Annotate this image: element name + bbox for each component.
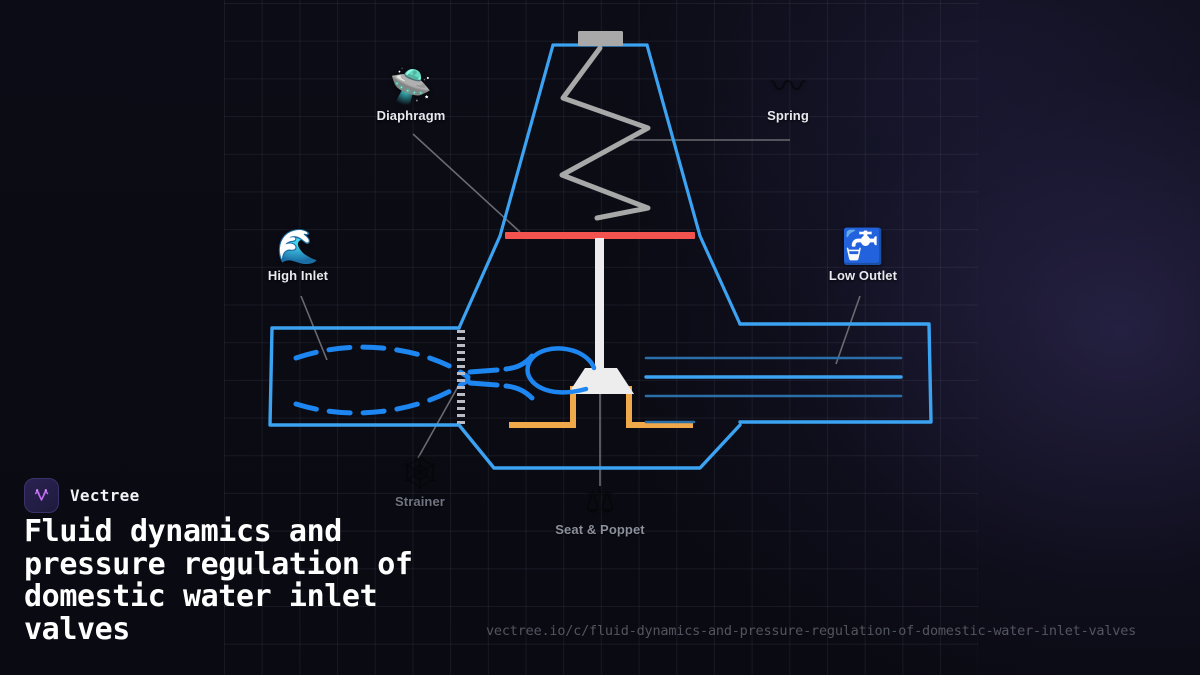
inlet-flow-streamlines [293,344,471,416]
label-node-diaphragm[interactable]: 🛸 Diaphragm [336,66,486,123]
flow-line-lower [293,377,471,416]
bonnet-right-wall [645,43,702,238]
source-url: vectree.io/c/fluid-dynamics-and-pressure… [486,623,1137,639]
label-node-spring[interactable]: 〰 Spring [713,66,863,123]
bonnet-cap [578,31,623,46]
potable-water-tap-icon: 🚰 [841,228,885,266]
poppet-recirculation-arc [525,346,597,395]
brand-block[interactable]: Vectree [24,478,140,513]
label-node-strainer[interactable]: 🕸 Strainer [345,452,495,509]
label-text-high-inlet: High Inlet [267,268,329,283]
flying-saucer-icon: 🛸 [389,68,433,106]
label-text-low-outlet: Low Outlet [828,268,898,283]
outlet-chamber-outline [738,322,933,424]
spider-web-icon: 🕸 [398,454,442,492]
valve-stem [595,238,604,372]
label-text-strainer: Strainer [395,494,445,509]
label-node-seat-poppet[interactable]: ⚖ Seat & Poppet [525,480,675,537]
diaphragm-membrane [505,232,695,239]
leader-strainer [417,382,461,459]
valve-body-lower-contour [457,423,742,470]
jet-lower-2 [503,383,535,401]
label-text-spring: Spring [767,108,809,123]
leader-diaphragm [412,133,521,233]
bonnet-skirt-left [457,234,502,330]
leader-low-outlet [835,295,861,365]
brand-name: Vectree [70,486,140,505]
jet-lower [467,380,500,388]
vectree-logo-icon [24,478,59,513]
inlet-flow-jets [467,353,535,401]
balance-scale-icon: ⚖ [584,482,616,520]
outlet-flow-streamlines [644,356,903,424]
label-text-diaphragm: Diaphragm [376,108,446,123]
flow-line-upper [293,344,471,380]
bonnet-skirt-right [698,234,742,326]
valve-seat [509,386,693,428]
leader-lines [300,133,861,486]
page-title: Fluid dynamics and pressure regulation o… [24,514,413,647]
inlet-chamber-outline [268,326,461,427]
seat-left [509,386,576,428]
spring-coil [559,45,651,221]
bonnet-left-wall [498,43,555,238]
seat-right [626,386,693,428]
label-node-low-outlet[interactable]: 🚰 Low Outlet [788,226,938,283]
label-text-seat-poppet: Seat & Poppet [555,522,645,537]
wavy-dash-spring-icon: 〰 [771,68,805,106]
jet-upper [467,367,500,375]
water-wave-icon: 🌊 [276,228,320,266]
label-node-high-inlet[interactable]: 🌊 High Inlet [223,226,373,283]
